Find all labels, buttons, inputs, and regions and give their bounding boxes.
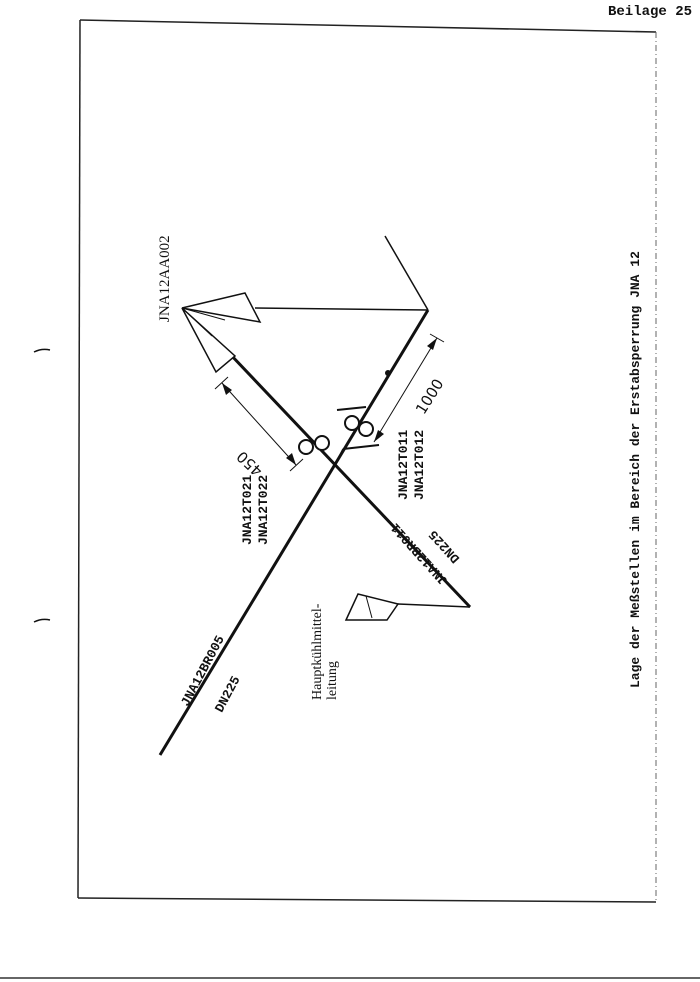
coolant-line-label-part1: Hauptkühlmittel- <box>310 603 325 700</box>
sensor-group-upper: JNA12T021 JNA12T022 <box>240 475 272 545</box>
dimension-arrow <box>286 453 296 465</box>
pipe-branch <box>228 352 472 609</box>
valve-hatch <box>181 307 213 337</box>
page-label: Beilage 25 <box>607 4 692 20</box>
sensor-mount-bar <box>335 448 344 464</box>
sensor-t021-circle <box>298 439 314 455</box>
punch-mark <box>33 348 51 353</box>
pipe-upper-extension <box>384 235 429 311</box>
dimension-arrow <box>427 338 437 350</box>
sensor-label-t012: JNA12T012 <box>412 429 427 500</box>
coolant-line-label-part2: leitung <box>325 661 340 700</box>
sensor-label-t011: JNA12T011 <box>396 429 411 500</box>
valve-tag-label: JNA12AA002 <box>157 235 173 322</box>
coolant-line-symbol <box>344 593 400 621</box>
coolant-line-hatch <box>365 595 373 619</box>
pipe-marker-dot <box>385 370 391 376</box>
sensor-label-t021: JNA12T021 <box>240 474 255 545</box>
dimension-tick <box>289 458 304 472</box>
sensor-mount-bar <box>342 444 380 450</box>
sensor-label-t022: JNA12T022 <box>256 474 271 545</box>
sensor-t012-circle <box>358 421 374 437</box>
coolant-connection-line <box>397 603 471 608</box>
pipe-main <box>158 309 430 756</box>
dimension-tick <box>214 376 229 390</box>
frame-left-line <box>77 19 81 899</box>
coolant-line-label: Hauptkühlmittel- leitung <box>310 604 340 700</box>
sensor-t011-circle <box>344 415 360 431</box>
frame-bottom-line <box>77 897 657 903</box>
dimension-line-450 <box>221 382 297 466</box>
dimension-arrow <box>374 430 384 442</box>
sensor-t022-circle <box>314 435 330 451</box>
sensor-mount-bar <box>336 406 367 411</box>
figure-caption: Lage der Meßstellen im Bereich der Ersta… <box>628 251 643 688</box>
pipe-upper-connection <box>254 307 429 311</box>
sensor-group-lower: JNA12T011 JNA12T012 <box>396 430 428 500</box>
dimension-tick <box>429 333 445 343</box>
frame-top-line <box>79 19 657 33</box>
valve-body-upper <box>181 292 262 324</box>
dimension-arrow <box>222 383 232 395</box>
dimension-line-1000 <box>373 337 438 443</box>
punch-mark <box>33 618 51 623</box>
valve-body-lower <box>181 307 237 374</box>
valve-hatch <box>181 307 226 321</box>
